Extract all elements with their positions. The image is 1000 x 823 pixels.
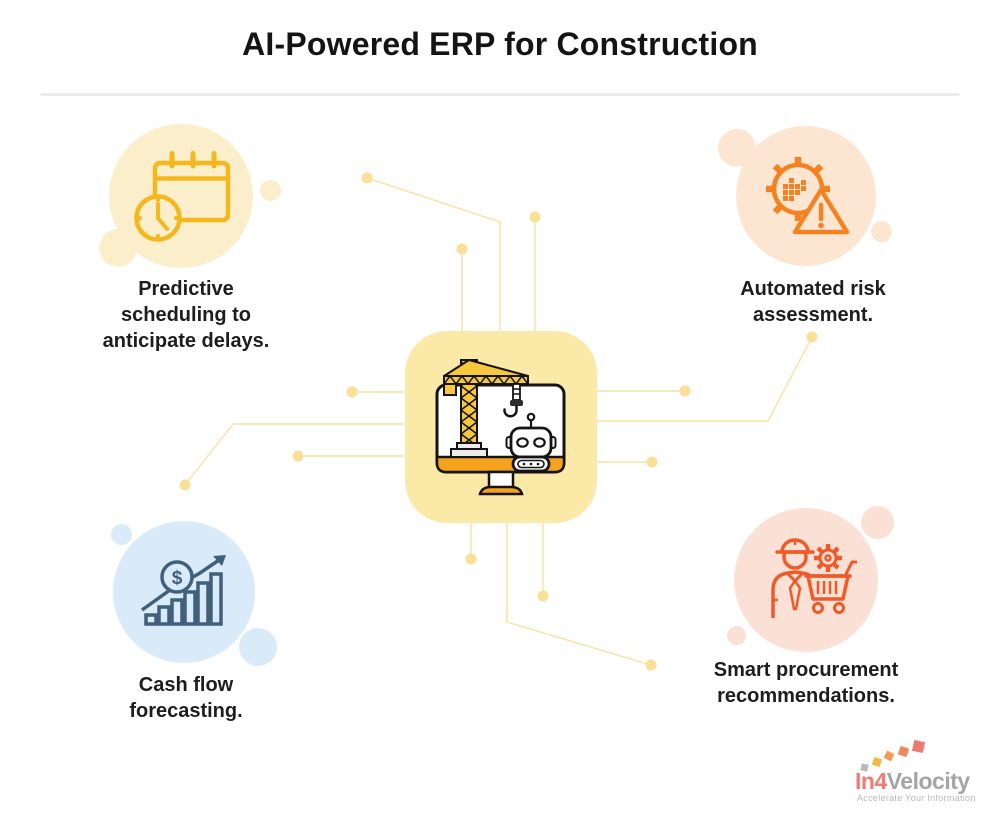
caption-risk-assessment: Automated risk assessment. xyxy=(740,278,886,326)
caption-cash-flow: Cash flow forecasting. xyxy=(129,674,243,722)
svg-text:$: $ xyxy=(172,568,183,589)
circle-satellite xyxy=(718,129,756,167)
logo-square-icon xyxy=(897,745,910,758)
logo-square-icon xyxy=(871,756,883,768)
brand-name-primary: In4 xyxy=(855,768,887,794)
risk-gear-warning-icon xyxy=(766,157,850,235)
logo-square-icon xyxy=(883,750,895,762)
monitor-crane-robot-icon xyxy=(435,359,566,496)
logo-square-icon xyxy=(911,739,926,754)
circle-satellite xyxy=(111,524,132,545)
brand-name-secondary: Velocity xyxy=(886,768,970,794)
center-hub xyxy=(405,331,597,523)
circle-satellite xyxy=(871,221,892,242)
calendar-clock-icon xyxy=(134,151,231,242)
brand-name: In4Velocity xyxy=(855,768,970,795)
procurement-worker-cart-icon xyxy=(771,538,857,618)
title-divider xyxy=(40,93,960,96)
circle-procurement xyxy=(734,508,878,652)
caption-predictive-scheduling: Predictive scheduling to anticipate dela… xyxy=(102,278,270,352)
circle-satellite xyxy=(727,626,746,645)
circle-satellite xyxy=(861,506,894,539)
circle-satellite xyxy=(99,229,137,267)
brand-logo: In4Velocity Accelerate Your Information xyxy=(853,739,978,804)
brand-tagline: Accelerate Your Information xyxy=(857,793,976,803)
page-title: AI-Powered ERP for Construction xyxy=(242,26,758,62)
circle-satellite xyxy=(260,180,281,201)
cash-flow-chart-icon: $ xyxy=(140,555,226,626)
caption-procurement: Smart procurement recommendations. xyxy=(713,659,899,707)
circle-satellite xyxy=(239,628,277,666)
